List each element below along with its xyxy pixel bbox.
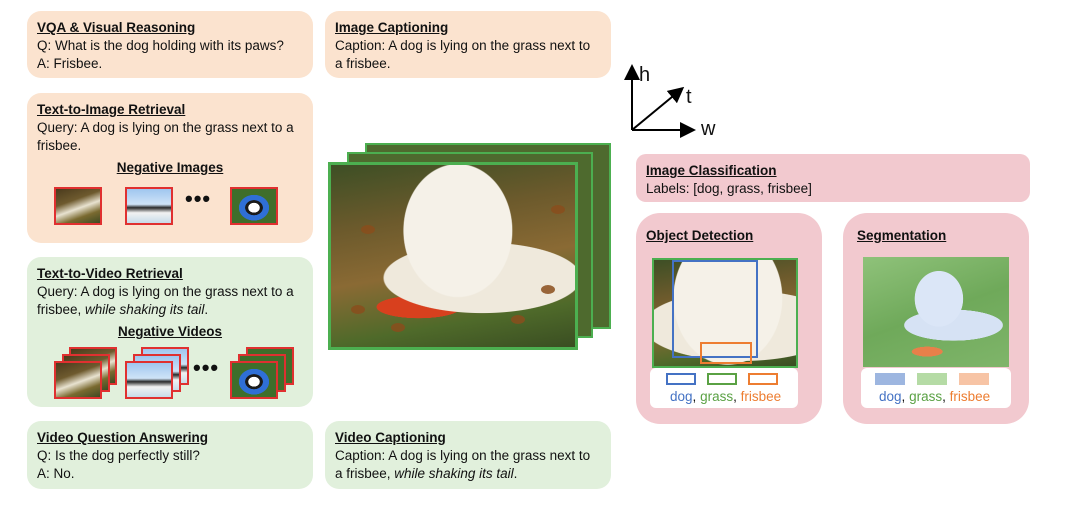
text-to-video-title: Text-to-Video Retrieval [37, 266, 183, 281]
legend-grass-label: grass [700, 389, 734, 404]
legend-text: dog, grass, frisbee [670, 388, 781, 406]
negative-image-2 [125, 187, 173, 225]
legend-dog-swatch [875, 373, 905, 385]
negative-videos-label: Negative Videos [117, 324, 223, 339]
text-to-image-query: Query: A dog is lying on the grass next … [37, 120, 294, 153]
vqa-box: VQA & Visual Reasoning Q: What is the do… [27, 11, 313, 78]
video-captioning-caption-suffix: . [513, 466, 518, 481]
detection-photo [652, 258, 798, 368]
h-axis-label: h [639, 64, 651, 86]
leaf [551, 205, 565, 214]
text-to-image-title: Text-to-Image Retrieval [37, 102, 186, 117]
dog-photo [328, 162, 578, 350]
ellipsis: ••• [193, 355, 220, 380]
negative-video-1 [54, 361, 102, 399]
leaf [511, 315, 525, 324]
segmentation-box: Segmentation dog, grass, frisbee [843, 213, 1029, 424]
image-classification-box: Image Classification Labels: [dog, grass… [636, 154, 1030, 202]
ellipsis: ••• [185, 186, 212, 211]
video-captioning-box: Video Captioning Caption: A dog is lying… [325, 421, 611, 489]
image-classification-labels: Labels: [dog, grass, frisbee] [646, 181, 812, 196]
w-axis-label: w [701, 118, 716, 140]
legend-separator: , [901, 389, 906, 404]
image-captioning-box: Image Captioning Caption: A dog is lying… [325, 11, 611, 78]
legend-separator: , [733, 389, 737, 404]
legend-dog-label: dog [670, 389, 693, 404]
text-to-video-query-italic: while shaking its tail [85, 302, 205, 317]
negative-image-3 [230, 187, 278, 225]
legend-dog-swatch [666, 373, 696, 385]
dog-bounding-box [672, 260, 758, 358]
video-qa-answer: A: No. [37, 466, 75, 481]
negative-video-3 [230, 361, 278, 399]
video-qa-box: Video Question Answering Q: Is the dog p… [27, 421, 313, 489]
legend-grass-swatch [707, 373, 737, 385]
vqa-title: VQA & Visual Reasoning [37, 20, 196, 35]
negative-image-1 [54, 187, 102, 225]
leaf [351, 305, 365, 314]
legend-grass-label: grass [909, 389, 943, 404]
object-detection-title: Object Detection [646, 228, 754, 243]
negative-video-2 [125, 361, 173, 399]
segmentation-photo [863, 257, 1009, 367]
legend-separator: , [942, 389, 946, 404]
vqa-question: Q: What is the dog holding with its paws… [37, 38, 284, 53]
t-axis-arrow [631, 86, 685, 131]
image-captioning-title: Image Captioning [335, 20, 449, 35]
text-to-image-box: Text-to-Image Retrieval Query: A dog is … [27, 93, 313, 243]
image-classification-title: Image Classification [646, 163, 777, 178]
legend-grass-swatch [917, 373, 947, 385]
detection-legend: dog, grass, frisbee [650, 368, 798, 408]
image-captioning-caption: Caption: A dog is lying on the grass nex… [335, 38, 591, 71]
legend-frisbee-label: frisbee [740, 389, 782, 404]
legend-frisbee-label: frisbee [949, 389, 991, 404]
negative-images-label: Negative Images [116, 160, 224, 175]
t-axis-label: t [686, 86, 692, 108]
object-detection-box: Object Detection dog, grass, frisbee [636, 213, 822, 424]
video-qa-question: Q: Is the dog perfectly still? [37, 448, 200, 463]
axes-diagram [624, 64, 696, 138]
video-qa-title: Video Question Answering [37, 430, 209, 445]
video-captioning-caption-italic: while shaking its tail [394, 466, 514, 481]
leaf [391, 323, 405, 332]
text-to-video-box: Text-to-Video Retrieval Query: A dog is … [27, 257, 313, 407]
legend-dog-label: dog [879, 389, 902, 404]
video-captioning-caption: Caption: A dog is lying on the grass nex… [335, 447, 601, 483]
segmentation-legend: dog, grass, frisbee [861, 368, 1011, 408]
leaf [541, 285, 555, 294]
frisbee-bounding-box [700, 342, 752, 364]
segmentation-title: Segmentation [857, 228, 947, 243]
text-to-video-query-prefix: Query: A dog is lying on the grass next … [37, 284, 294, 317]
legend-text: dog, grass, frisbee [879, 388, 990, 406]
text-to-video-query: Query: A dog is lying on the grass next … [37, 283, 303, 319]
legend-frisbee-swatch [959, 373, 989, 385]
video-captioning-title: Video Captioning [335, 430, 446, 445]
legend-separator: , [692, 389, 697, 404]
video-captioning-caption-prefix: Caption: A dog is lying on the grass nex… [335, 448, 591, 481]
leaf [361, 225, 375, 234]
text-to-video-query-suffix: . [204, 302, 209, 317]
vqa-answer: A: Frisbee. [37, 56, 103, 71]
legend-frisbee-swatch [748, 373, 778, 385]
